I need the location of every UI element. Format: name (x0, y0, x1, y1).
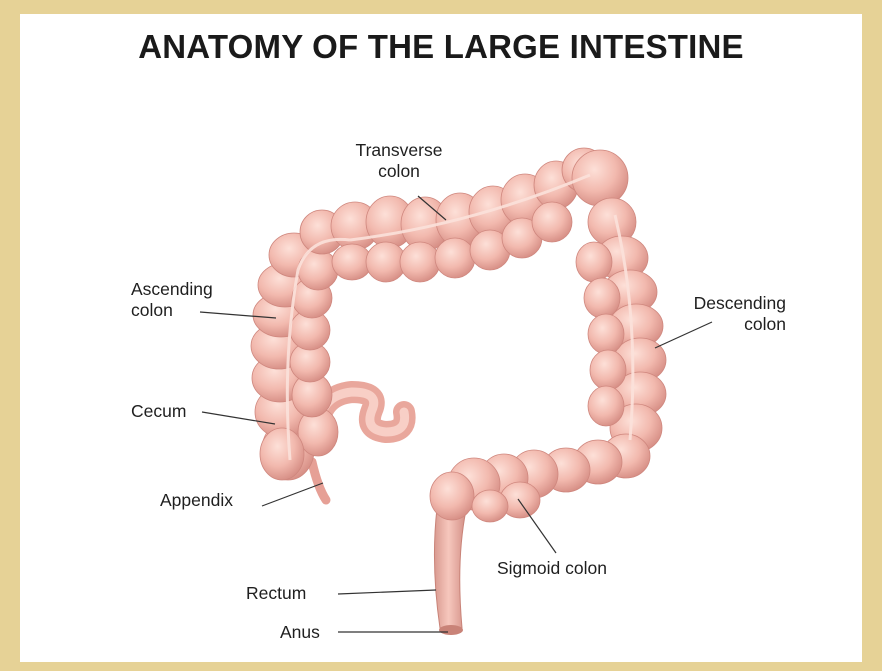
leader-rectum (338, 590, 436, 594)
label-descending-colon: Descending colon (668, 293, 786, 335)
leader-appendix (262, 483, 323, 506)
haustra-transverse-lower-3 (435, 238, 475, 278)
appendix-shape (312, 462, 326, 500)
haustra-sigmoid-5 (430, 472, 474, 520)
haustra-descending-inner-4 (588, 386, 624, 426)
label-sigmoid-colon: Sigmoid colon (497, 558, 607, 579)
cecum-pouch (260, 428, 304, 480)
label-ascending-colon: Ascending colon (131, 279, 213, 321)
label-appendix: Appendix (160, 490, 233, 511)
label-rectum: Rectum (246, 583, 306, 604)
label-transverse-colon: Transverse colon (340, 140, 458, 182)
haustra-transverse-lower-2 (400, 242, 440, 282)
label-anus: Anus (280, 622, 320, 643)
haustra-descending-inner-3 (590, 350, 626, 390)
haustra-descending-inner-0 (576, 242, 612, 282)
haustra-descending-inner-2 (588, 314, 624, 354)
haustra-descending-inner-1 (584, 278, 620, 318)
haustra-transverse-lower-6 (532, 202, 572, 242)
haustra-sigmoid-lower-1 (472, 490, 508, 522)
label-cecum: Cecum (131, 401, 186, 422)
